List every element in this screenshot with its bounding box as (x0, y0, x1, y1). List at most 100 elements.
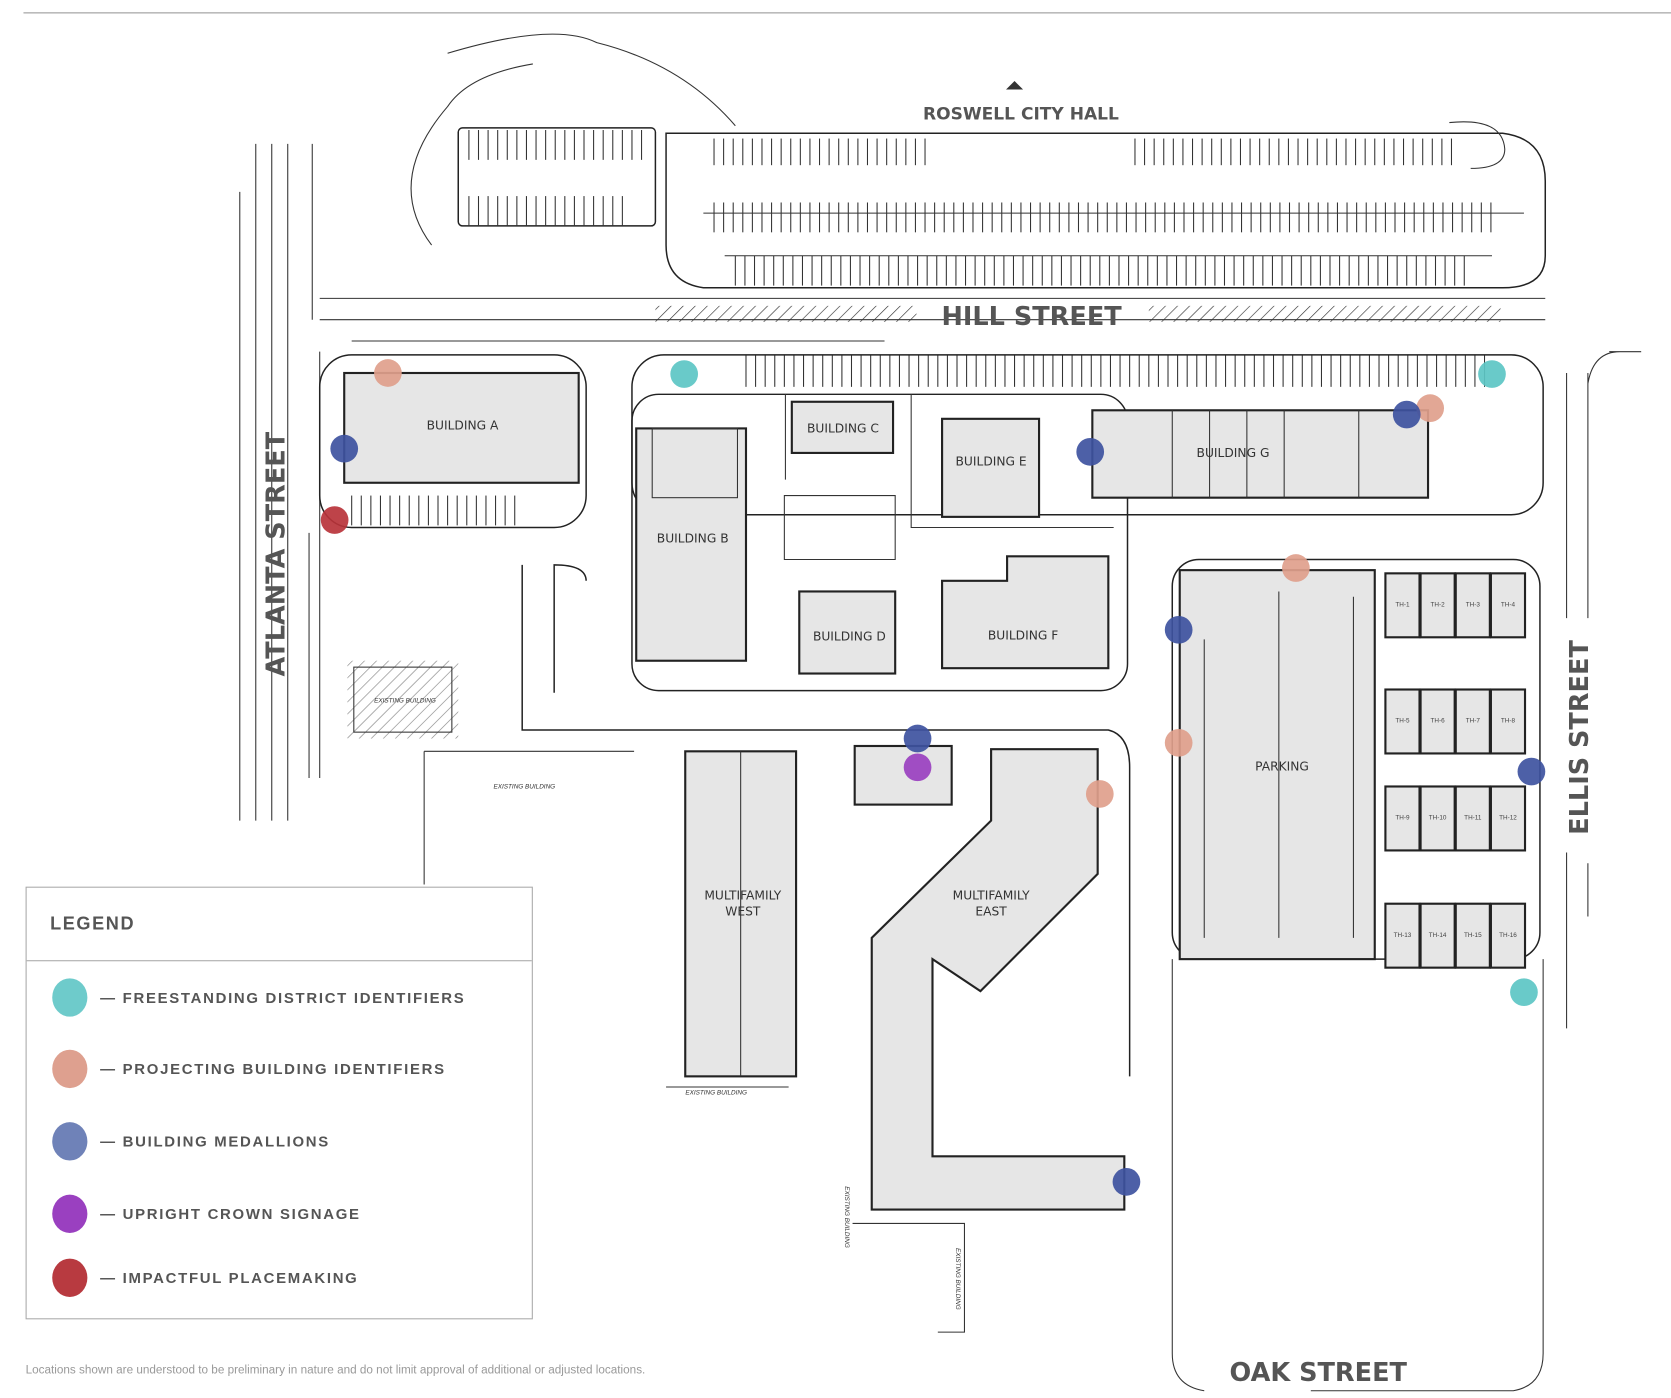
building-b-label: BUILDING B (657, 531, 729, 545)
purple-dot-icon (52, 1194, 88, 1234)
projecting-marker[interactable] (1416, 394, 1445, 423)
north-parking (410, 33, 1547, 289)
svg-text:EXISTING BUILDING: EXISTING BUILDING (685, 1089, 747, 1096)
legend-item-placemaking: — IMPACTFUL PLACEMAKING (52, 1258, 359, 1297)
oak-street-road (1171, 959, 1544, 1392)
building-f[interactable]: BUILDING F (941, 555, 1110, 670)
multifamily-west[interactable]: MULTIFAMILY WEST (684, 750, 798, 1078)
townhome[interactable] (1489, 572, 1527, 639)
townhome-label: TH-11 (1464, 815, 1482, 822)
medallion-marker[interactable] (1392, 400, 1421, 429)
townhome[interactable] (1454, 902, 1491, 969)
legend-label: — UPRIGHT CROWN SIGNAGE (100, 1205, 361, 1223)
street-label-hill: HILL STREET (941, 302, 1122, 332)
legend-item-medallions: — BUILDING MEDALLIONS (52, 1122, 330, 1161)
disclaimer: Locations shown are understood to be pre… (25, 1364, 646, 1377)
freestanding-marker[interactable] (1478, 360, 1506, 388)
parking-garage[interactable]: PARKING (1178, 569, 1376, 961)
townhome-label: TH-15 (1464, 932, 1482, 939)
townhome-label: TH-16 (1499, 932, 1517, 939)
building-a-label: BUILDING A (427, 418, 499, 432)
building-g-label: BUILDING G (1197, 446, 1270, 460)
townhome-label: TH-14 (1429, 932, 1447, 939)
townhome[interactable] (1489, 785, 1527, 852)
building-c[interactable]: BUILDING C (790, 400, 895, 454)
townhome[interactable] (1419, 902, 1456, 969)
townhome[interactable] (1419, 785, 1456, 852)
building-e[interactable]: BUILDING E (941, 417, 1041, 518)
townhome-label: TH-12 (1499, 815, 1517, 822)
teal-dot-icon (52, 978, 88, 1017)
placemaking-marker[interactable] (320, 506, 349, 534)
salmon-dot-icon (52, 1049, 88, 1089)
mf-west-label-1: MULTIFAMILY (704, 888, 781, 902)
building-d-label: BUILDING D (813, 629, 886, 643)
medallion-marker[interactable] (903, 724, 932, 753)
townhome[interactable] (1454, 785, 1491, 852)
atlanta-street-road (239, 143, 321, 821)
townhome-label: TH-7 (1466, 718, 1481, 725)
legend-label: — IMPACTFUL PLACEMAKING (100, 1269, 359, 1287)
projecting-marker[interactable] (1282, 554, 1310, 582)
townhome-label: TH-1 (1395, 601, 1410, 608)
landmark-label: ROSWELL CITY HALL (923, 104, 1119, 124)
legend: LEGEND — FREESTANDING DISTRICT IDENTIFIE… (25, 886, 533, 1320)
townhome[interactable] (1489, 688, 1527, 755)
legend-label: — BUILDING MEDALLIONS (100, 1132, 330, 1150)
parking-stalls (351, 130, 1492, 526)
legend-item-freestanding: — FREESTANDING DISTRICT IDENTIFIERS (52, 978, 466, 1017)
medallion-marker[interactable] (1112, 1168, 1141, 1196)
parking-label: PARKING (1255, 760, 1309, 774)
blue-dot-icon (52, 1122, 88, 1161)
townhome-label: TH-5 (1395, 718, 1410, 725)
building-c-label: BUILDING C (807, 422, 879, 436)
small-building (853, 744, 953, 806)
townhome-label: TH-3 (1466, 601, 1481, 608)
svg-text:EXISTING BUILDING: EXISTING BUILDING (954, 1248, 961, 1310)
building-d[interactable]: BUILDING D (798, 590, 897, 675)
projecting-marker[interactable] (1164, 728, 1193, 757)
medallion-marker[interactable] (1164, 615, 1193, 644)
building-b[interactable]: BUILDING B (635, 427, 748, 662)
townhome-label: TH-9 (1395, 815, 1410, 822)
townhome-label: TH-8 (1501, 718, 1516, 725)
block-outlines (318, 354, 1544, 1077)
mf-west-label-2: WEST (725, 904, 761, 918)
projecting-marker[interactable] (1085, 780, 1114, 808)
ellis-street-road (1566, 351, 1642, 1029)
street-label-atlanta: ATLANTA STREET (262, 431, 292, 676)
medallion-marker[interactable] (1076, 438, 1105, 466)
existing-buildings: EXISTING BUILDING EXISTING BUILDING EXIS… (347, 660, 965, 1333)
medallion-marker[interactable] (1517, 757, 1546, 786)
townhome[interactable] (1489, 902, 1527, 969)
hill-street-road (319, 297, 1546, 342)
townhome-label: TH-4 (1501, 601, 1516, 608)
townhome-label: TH-10 (1429, 815, 1447, 822)
projecting-marker[interactable] (374, 359, 402, 387)
crown-marker[interactable] (903, 753, 932, 782)
street-label-ellis: ELLIS STREET (1565, 640, 1595, 835)
legend-label: — PROJECTING BUILDING IDENTIFIERS (100, 1060, 446, 1078)
townhome[interactable] (1419, 572, 1456, 639)
townhome[interactable] (1419, 688, 1456, 755)
building-e-label: BUILDING E (956, 455, 1027, 469)
medallion-marker[interactable] (330, 434, 359, 463)
legend-item-projecting: — PROJECTING BUILDING IDENTIFIERS (52, 1049, 446, 1089)
building-g[interactable]: BUILDING G (1091, 409, 1430, 499)
freestanding-marker[interactable] (1510, 978, 1538, 1007)
legend-title: LEGEND (26, 888, 532, 962)
legend-label: — FREESTANDING DISTRICT IDENTIFIERS (100, 988, 466, 1007)
svg-text:EXISTING BUILDING: EXISTING BUILDING (843, 1186, 850, 1248)
building-a[interactable]: BUILDING A (343, 371, 580, 484)
mf-east-label-1: MULTIFAMILY (953, 888, 1030, 902)
freestanding-marker[interactable] (670, 360, 699, 388)
svg-text:EXISTING BUILDING: EXISTING BUILDING (494, 784, 556, 791)
townhome-label: TH-13 (1394, 932, 1412, 939)
svg-text:EXISTING BUILDING: EXISTING BUILDING (374, 697, 436, 704)
street-label-oak: OAK STREET (1230, 1358, 1408, 1388)
sign-markers (320, 359, 1546, 1196)
